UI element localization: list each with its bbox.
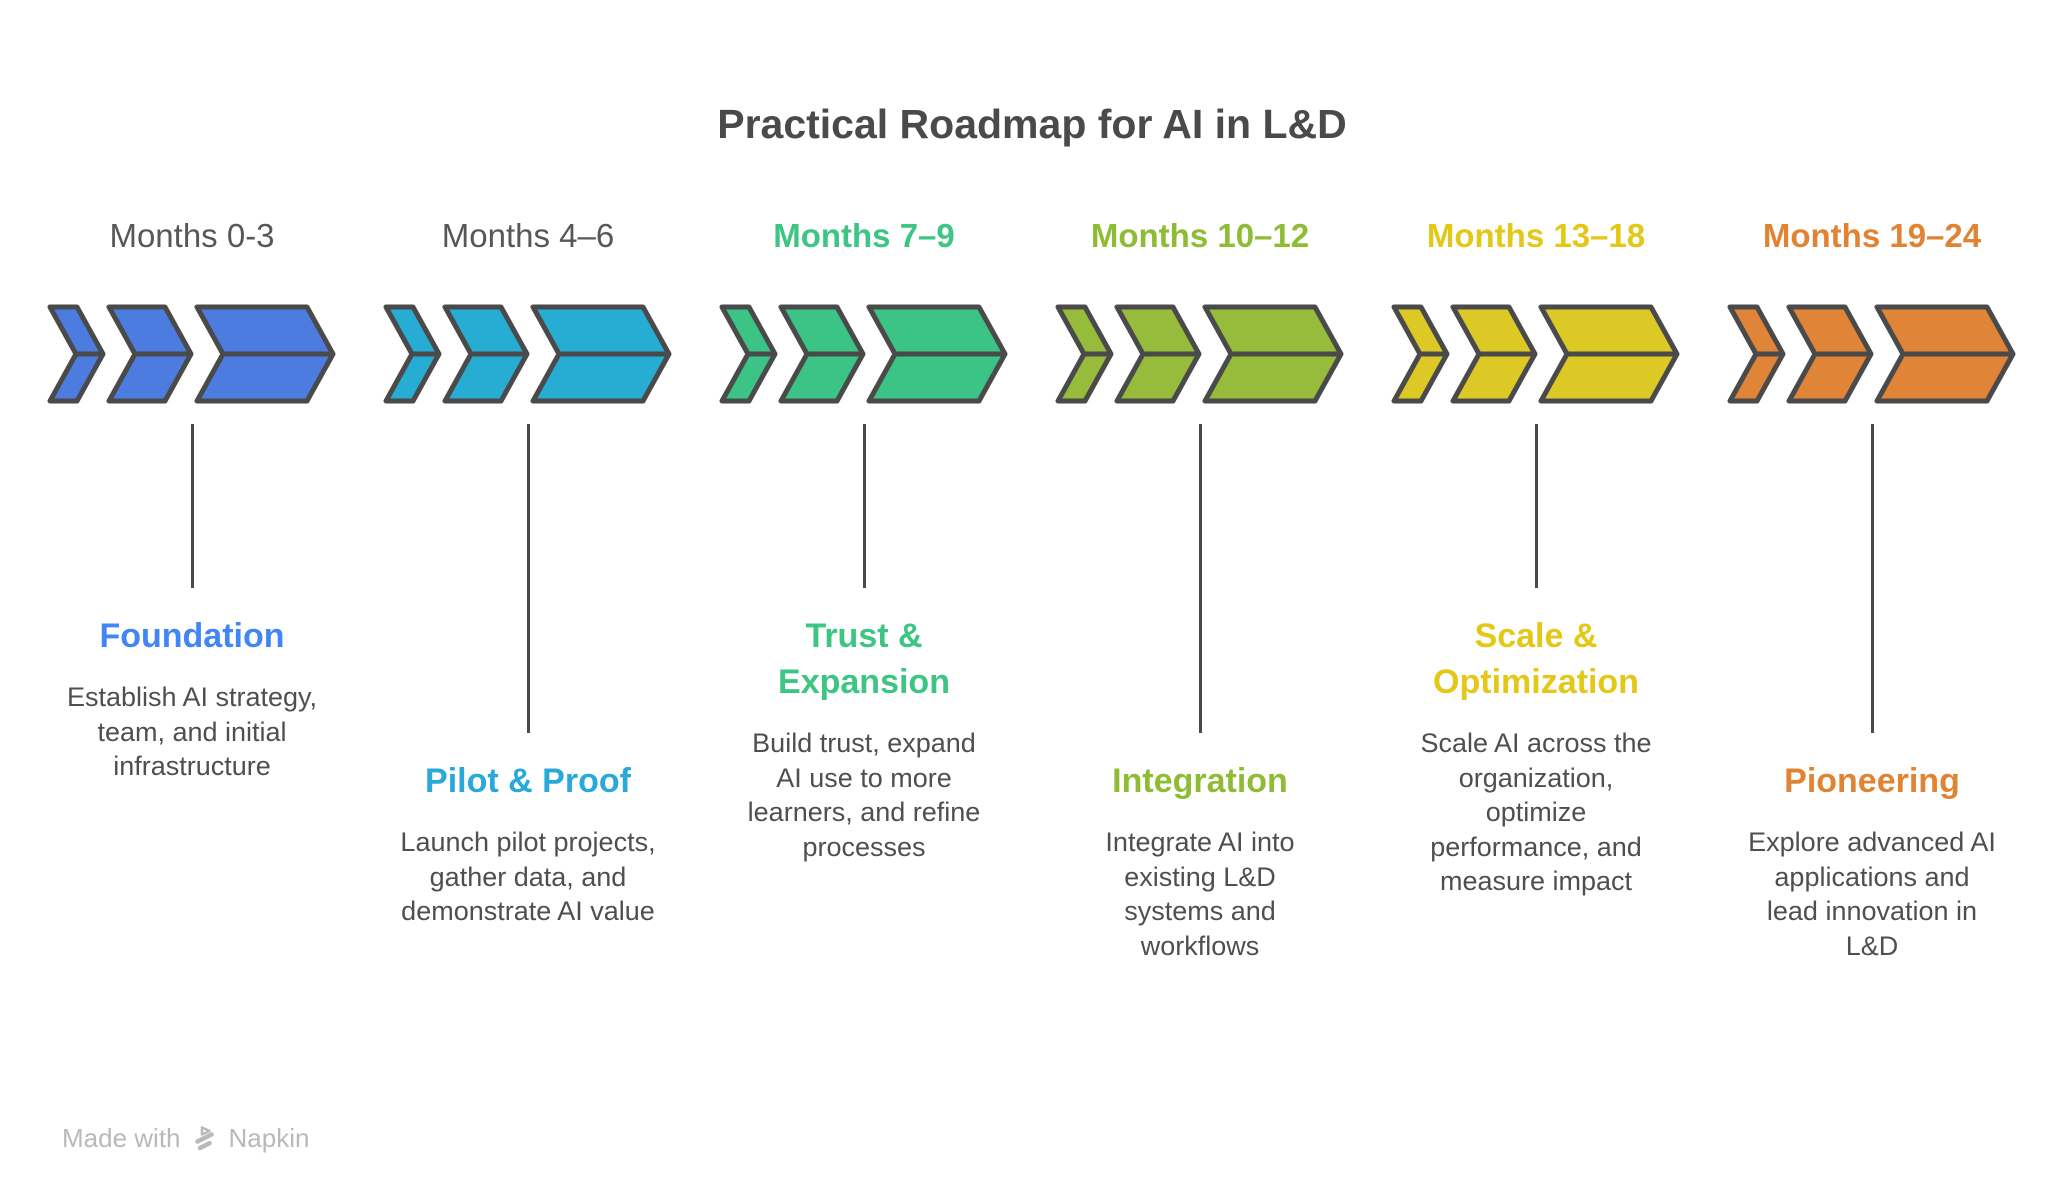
phases-row: Months 0-3 Foundation Establish AI strat… [0, 215, 2064, 963]
phase-months-label: Months 10–12 [1090, 217, 1310, 255]
chevron-arrows-icon [1391, 304, 1679, 404]
watermark: Made with Napkin [62, 1123, 309, 1154]
phase-heading: Scale & Optimization [1433, 617, 1639, 702]
phase-heading: Foundation [99, 617, 285, 656]
phase-description: Explore advanced AI applications and lea… [1748, 827, 1996, 961]
phase-description: Integrate AI into existing L&D systems a… [1105, 827, 1295, 961]
connector-line [526, 424, 530, 734]
connector-line [1198, 424, 1202, 734]
chevron-arrows-icon [383, 304, 671, 404]
watermark-made-with-text: Made with [62, 1123, 181, 1153]
phase-column: Months 19–24 Pioneering Explore advanced… [1704, 215, 2040, 963]
phase-column: Months 4–6 Pilot & Proof Launch pilot pr… [360, 215, 696, 963]
phase-heading: Pilot & Proof [425, 762, 631, 801]
napkin-logo-icon [190, 1124, 220, 1154]
connector-line [1870, 424, 1874, 734]
watermark-brand-text: Napkin [228, 1123, 310, 1153]
phase-description: Establish AI strategy, team, and initial… [66, 682, 318, 782]
phase-column: Months 10–12 Integration Integrate AI in… [1032, 215, 1368, 963]
phase-heading: Pioneering [1784, 762, 1960, 801]
chevron-arrows-icon [719, 304, 1007, 404]
chevron-arrows-icon [47, 304, 335, 404]
phase-months-label: Months 19–24 [1762, 217, 1982, 255]
phase-description: Scale AI across the organization, optimi… [1420, 728, 1652, 897]
connector-line [862, 424, 866, 589]
phase-months-label: Months 7–9 [773, 217, 955, 255]
phase-description: Launch pilot projects, gather data, and … [400, 827, 656, 927]
connector-line [190, 424, 194, 589]
phase-heading: Trust & Expansion [778, 617, 950, 702]
phase-months-label: Months 0-3 [109, 217, 275, 255]
chevron-arrows-icon [1055, 304, 1343, 404]
phase-months-label: Months 13–18 [1426, 217, 1646, 255]
phase-column: Months 7–9 Trust & Expansion Build trust… [696, 215, 1032, 963]
phase-months-label: Months 4–6 [441, 217, 615, 255]
page-title: Practical Roadmap for AI in L&D [717, 101, 1347, 147]
phase-description: Build trust, expand AI use to more learn… [747, 728, 981, 862]
connector-line [1534, 424, 1538, 589]
phase-column: Months 0-3 Foundation Establish AI strat… [24, 215, 360, 963]
chevron-arrows-icon [1727, 304, 2015, 404]
phase-column: Months 13–18 Scale & Optimization Scale … [1368, 215, 1704, 963]
phase-heading: Integration [1112, 762, 1288, 801]
